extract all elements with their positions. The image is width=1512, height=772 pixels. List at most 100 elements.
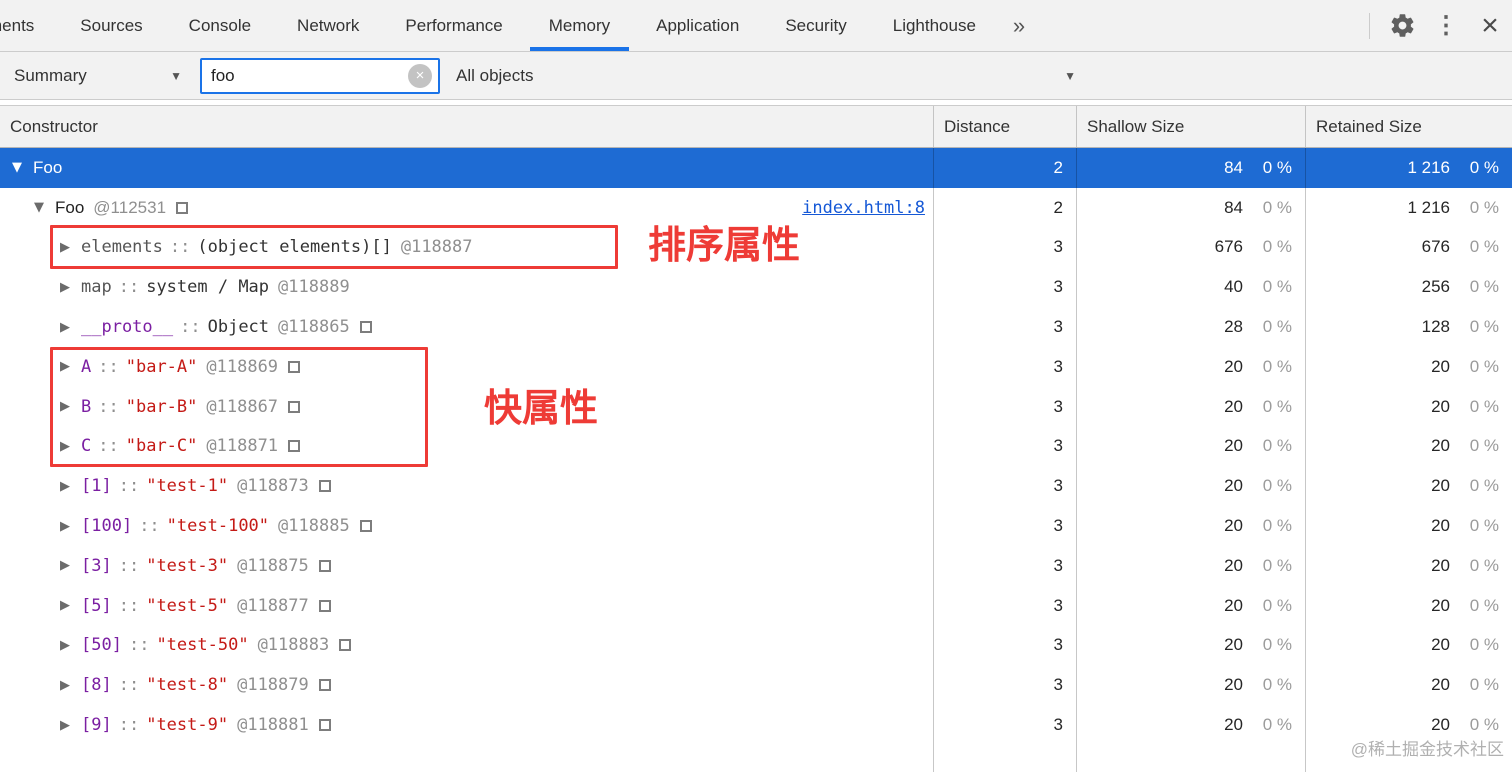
separator: :: — [128, 635, 150, 656]
retained-size-cell: 20 0 % — [1305, 635, 1512, 655]
shallow-size-percent: 0 % — [1262, 715, 1292, 735]
expand-arrow-icon[interactable]: ▼ — [34, 200, 44, 216]
expand-arrow-icon[interactable]: ▶ — [60, 717, 70, 733]
retained-size-value: 20 — [1431, 635, 1450, 655]
annotation-box-sorted-properties — [50, 225, 618, 269]
object-preview-icon — [318, 599, 331, 612]
tab-lighthouse[interactable]: Lighthouse — [892, 15, 976, 35]
column-header-shallow-size[interactable]: Shallow Size — [1076, 106, 1305, 147]
expand-arrow-icon[interactable]: ▶ — [60, 438, 70, 454]
expand-arrow-icon[interactable]: ▶ — [60, 319, 70, 335]
retained-size-percent: 0 % — [1469, 516, 1499, 536]
column-divider[interactable] — [933, 148, 934, 772]
column-divider[interactable] — [1305, 148, 1306, 772]
distance-cell: 3 — [1053, 635, 1063, 655]
retained-size-value: 20 — [1431, 715, 1450, 735]
expand-arrow-icon[interactable]: ▼ — [12, 160, 22, 176]
column-divider[interactable] — [1076, 148, 1077, 772]
object-value: (object elements)[] — [197, 237, 392, 258]
tab-ments[interactable]: ments — [0, 15, 35, 35]
tab-console[interactable]: Console — [188, 15, 252, 35]
shallow-size-percent: 0 % — [1262, 555, 1292, 575]
expand-arrow-icon[interactable]: ▶ — [60, 558, 70, 574]
settings-gear-icon[interactable] — [1380, 0, 1424, 51]
object-preview-icon — [176, 201, 189, 214]
expand-arrow-icon[interactable]: ▶ — [60, 399, 70, 415]
column-header-constructor[interactable]: Constructor — [10, 116, 98, 136]
source-link[interactable]: index.html:8 — [802, 197, 925, 218]
object-value: system / Map — [146, 277, 270, 298]
distance-cell: 3 — [1053, 237, 1063, 257]
object-scope-label: All objects — [456, 65, 534, 85]
expand-arrow-icon[interactable]: ▶ — [60, 677, 70, 693]
tab-performance[interactable]: Performance — [405, 15, 503, 35]
close-devtools-icon[interactable]: × — [1481, 8, 1499, 42]
tab-security[interactable]: Security — [785, 15, 847, 35]
expand-arrow-icon[interactable]: ▶ — [60, 239, 70, 255]
shallow-size-value: 84 — [1224, 197, 1243, 217]
kebab-menu-icon[interactable]: ⋮ — [1434, 12, 1458, 39]
shallow-size-percent: 0 % — [1262, 635, 1292, 655]
more-tabs-chevron-icon[interactable]: » — [1012, 12, 1026, 38]
object-name: Foo — [33, 157, 63, 177]
separator: :: — [98, 396, 119, 417]
object-value: "bar-B" — [125, 396, 198, 417]
perspective-select[interactable]: Summary ▼ — [14, 66, 192, 86]
object-id: @118889 — [278, 277, 350, 298]
retained-size-percent: 0 % — [1469, 635, 1499, 655]
retained-size-value: 20 — [1431, 476, 1450, 496]
tab-application[interactable]: Application — [656, 15, 740, 35]
expand-arrow-icon[interactable]: ▶ — [60, 359, 70, 375]
tab-network[interactable]: Network — [297, 15, 360, 35]
column-header-distance[interactable]: Distance — [933, 106, 1076, 147]
expand-arrow-icon[interactable]: ▶ — [60, 598, 70, 614]
expand-arrow-icon[interactable]: ▶ — [60, 279, 70, 295]
class-filter-input[interactable]: foo × — [200, 57, 440, 94]
shallow-size-value: 20 — [1224, 436, 1243, 456]
expand-arrow-icon[interactable]: ▶ — [60, 478, 70, 494]
shallow-size-percent: 0 % — [1262, 396, 1292, 416]
distance-cell: 2 — [1053, 197, 1063, 217]
shallow-size-value: 676 — [1214, 237, 1243, 257]
separator: :: — [169, 237, 191, 258]
tab-memory[interactable]: Memory — [526, 0, 633, 51]
constructor-cell: ▶[1]::"test-1"@118873 — [0, 466, 933, 506]
tab-sources[interactable]: Sources — [80, 15, 143, 35]
retained-size-percent: 0 % — [1469, 396, 1499, 416]
expand-arrow-icon[interactable]: ▶ — [60, 637, 70, 653]
object-scope-select[interactable]: All objects ▼ — [456, 66, 1076, 86]
distance-cell: 3 — [1053, 516, 1063, 536]
object-id: @112531 — [93, 197, 167, 217]
column-header-retained-size[interactable]: Retained Size — [1305, 106, 1512, 147]
object-preview-icon — [339, 639, 352, 652]
separator: :: — [118, 555, 140, 576]
expand-arrow-icon[interactable]: ▶ — [60, 518, 70, 534]
object-name: [50] — [81, 635, 122, 656]
shallow-size-value: 20 — [1224, 715, 1243, 735]
distance-cell: 3 — [1053, 675, 1063, 695]
clear-filter-icon[interactable]: × — [408, 63, 432, 88]
shallow-size-value: 84 — [1224, 157, 1243, 177]
